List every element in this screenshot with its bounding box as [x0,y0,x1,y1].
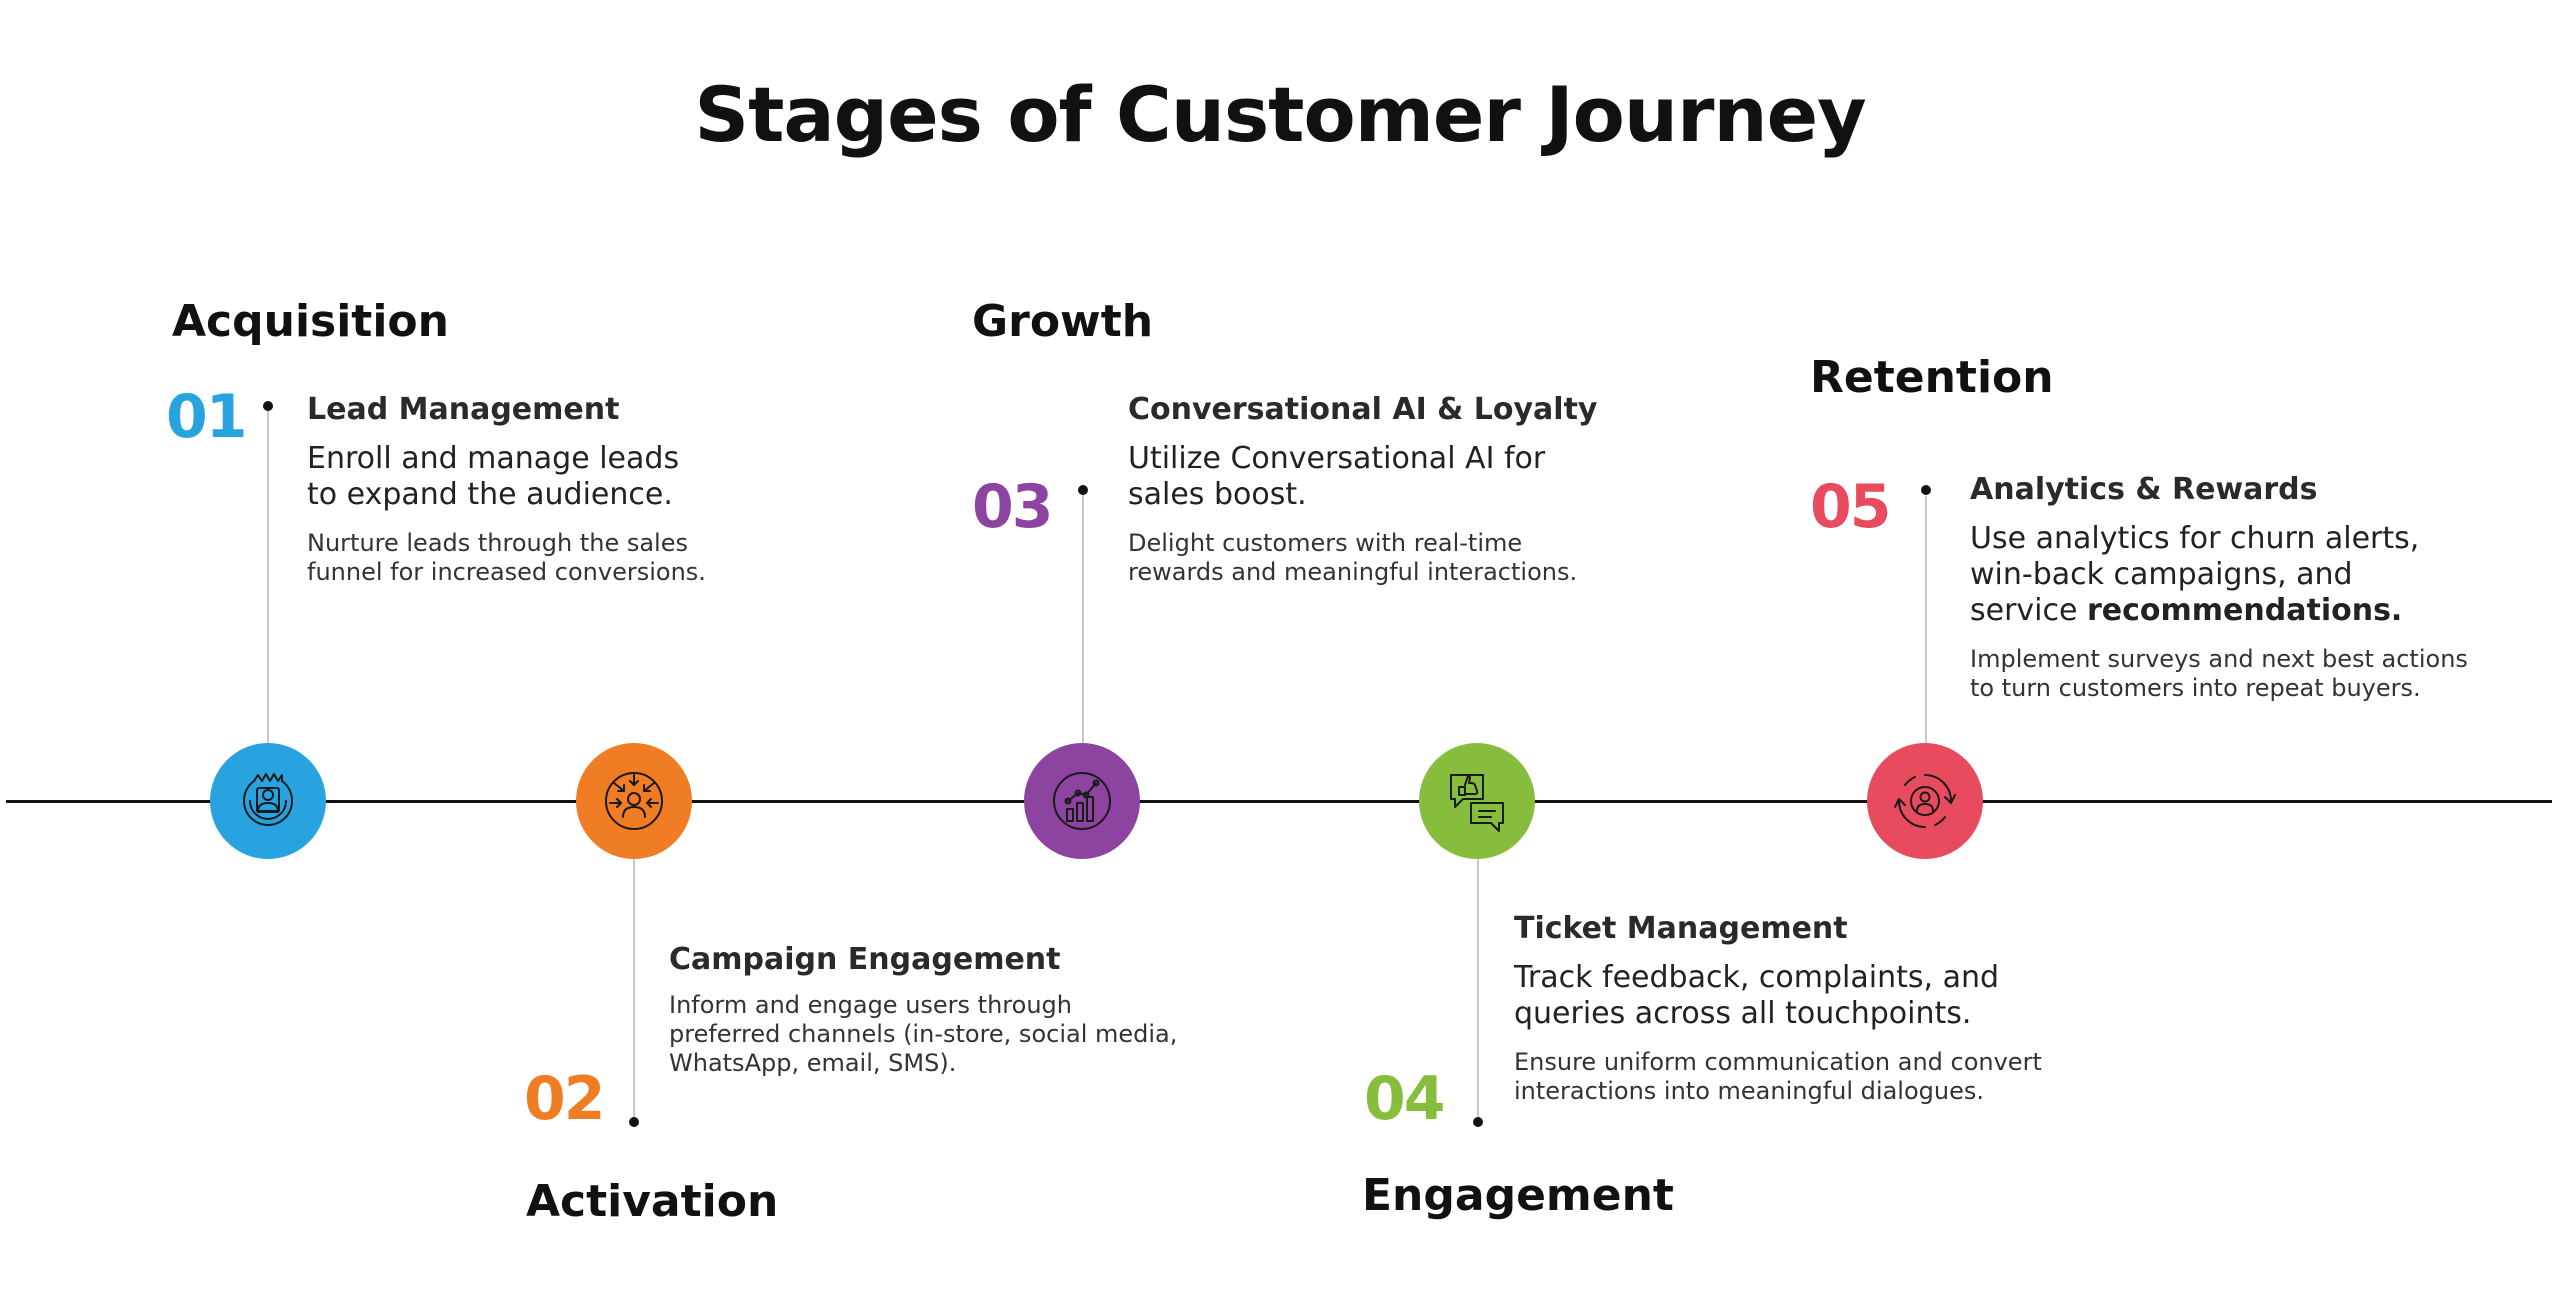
stage-description-03: Delight customers with real-time rewards… [1128,529,1648,587]
description-line: Nurture leads through the sales [307,529,688,557]
step-number-02: 02 [524,1064,605,1134]
subtitle-line: sales boost. [1128,477,1307,512]
subtitle-line: Use analytics for churn alerts, [1970,521,2420,556]
stage-name-activation: Activation [526,1176,779,1227]
retention-cycle-icon [1894,774,1956,828]
description-line: preferred channels (in-store, social med… [669,1020,1178,1048]
stage-description-02: Inform and engage users through preferre… [669,991,1229,1078]
stage-description-01: Nurture leads through the sales funnel f… [307,529,727,587]
stage-description-05: Implement surveys and next best actions … [1970,645,2530,703]
stage-name-retention: Retention [1810,352,2054,403]
timeline-axis [6,800,2552,803]
connector-dot-04 [1473,1117,1483,1127]
audience-focus-icon [605,772,663,830]
stage-heading-01: Lead Management [307,392,620,427]
stage-heading-05: Analytics & Rewards [1970,472,2318,507]
step-number-03: 03 [972,472,1053,542]
description-line: Delight customers with real-time [1128,529,1523,557]
stage-name-acquisition: Acquisition [172,296,449,347]
stage-circle-05 [1867,743,1983,859]
stage-block-03: Conversational AI & Loyalty Utilize Conv… [1128,392,1648,587]
connector-04 [1477,859,1479,1121]
feedback-chat-icon [1450,774,1504,832]
connector-03 [1082,494,1084,744]
description-line: Inform and engage users through [669,991,1072,1019]
stage-heading-02: Campaign Engagement [669,942,1061,977]
connector-dot-05 [1921,485,1931,495]
description-line: WhatsApp, email, SMS). [669,1049,957,1077]
step-number-01: 01 [166,382,247,452]
subtitle-line: Utilize Conversational AI for [1128,441,1546,476]
stage-subtitle-01: Enroll and manage leads to expand the au… [307,441,727,513]
subtitle-line: queries across all touchpoints. [1514,996,1972,1031]
stage-block-02: Campaign Engagement Inform and engage us… [669,942,1229,1078]
stage-circle-04 [1419,743,1535,859]
step-number-05: 05 [1810,472,1891,542]
step-number-04: 04 [1364,1064,1445,1134]
user-target-icon [242,773,294,826]
stage-heading-03: Conversational AI & Loyalty [1128,392,1598,427]
connector-05 [1925,496,1927,744]
connector-dot-02 [629,1117,639,1127]
connector-dot-01 [263,401,273,411]
stage-block-05: Analytics & Rewards Use analytics for ch… [1970,472,2530,703]
subtitle-line: Enroll and manage leads [307,441,680,476]
subtitle-line: service recommendations. [1970,593,2530,629]
growth-chart-icon [1053,772,1111,830]
subtitle-line: Track feedback, complaints, and [1514,960,2000,995]
stage-description-04: Ensure uniform communication and convert… [1514,1048,2074,1106]
connector-dot-03 [1078,485,1088,495]
stage-subtitle-03: Utilize Conversational AI for sales boos… [1128,441,1648,513]
subtitle-text: service [1970,593,2087,628]
stage-circle-02 [576,743,692,859]
stage-subtitle-05: Use analytics for churn alerts, win-back… [1970,521,2530,629]
stage-block-01: Lead Management Enroll and manage leads … [307,392,727,587]
stage-name-engagement: Engagement [1362,1170,1674,1221]
stage-block-04: Ticket Management Track feedback, compla… [1514,911,2074,1106]
connector-02 [633,859,635,1119]
description-line: Implement surveys and next best actions [1970,645,2468,673]
description-line: to turn customers into repeat buyers. [1970,674,2421,702]
description-line: funnel for increased conversions. [307,558,706,586]
page-title: Stages of Customer Journey [694,70,1866,159]
subtitle-emphasis: recommendations. [2087,593,2403,628]
description-line: rewards and meaningful interactions. [1128,558,1578,586]
connector-01 [267,408,269,744]
description-line: Ensure uniform communication and convert [1514,1048,2042,1076]
stage-heading-04: Ticket Management [1514,911,1848,946]
subtitle-line: to expand the audience. [307,477,673,512]
subtitle-line: win-back campaigns, and [1970,557,2353,592]
stage-name-growth: Growth [972,296,1154,347]
stage-circle-03 [1024,743,1140,859]
stage-subtitle-04: Track feedback, complaints, and queries … [1514,960,2074,1032]
stage-circle-01 [210,743,326,859]
description-line: interactions into meaningful dialogues. [1514,1077,1984,1105]
